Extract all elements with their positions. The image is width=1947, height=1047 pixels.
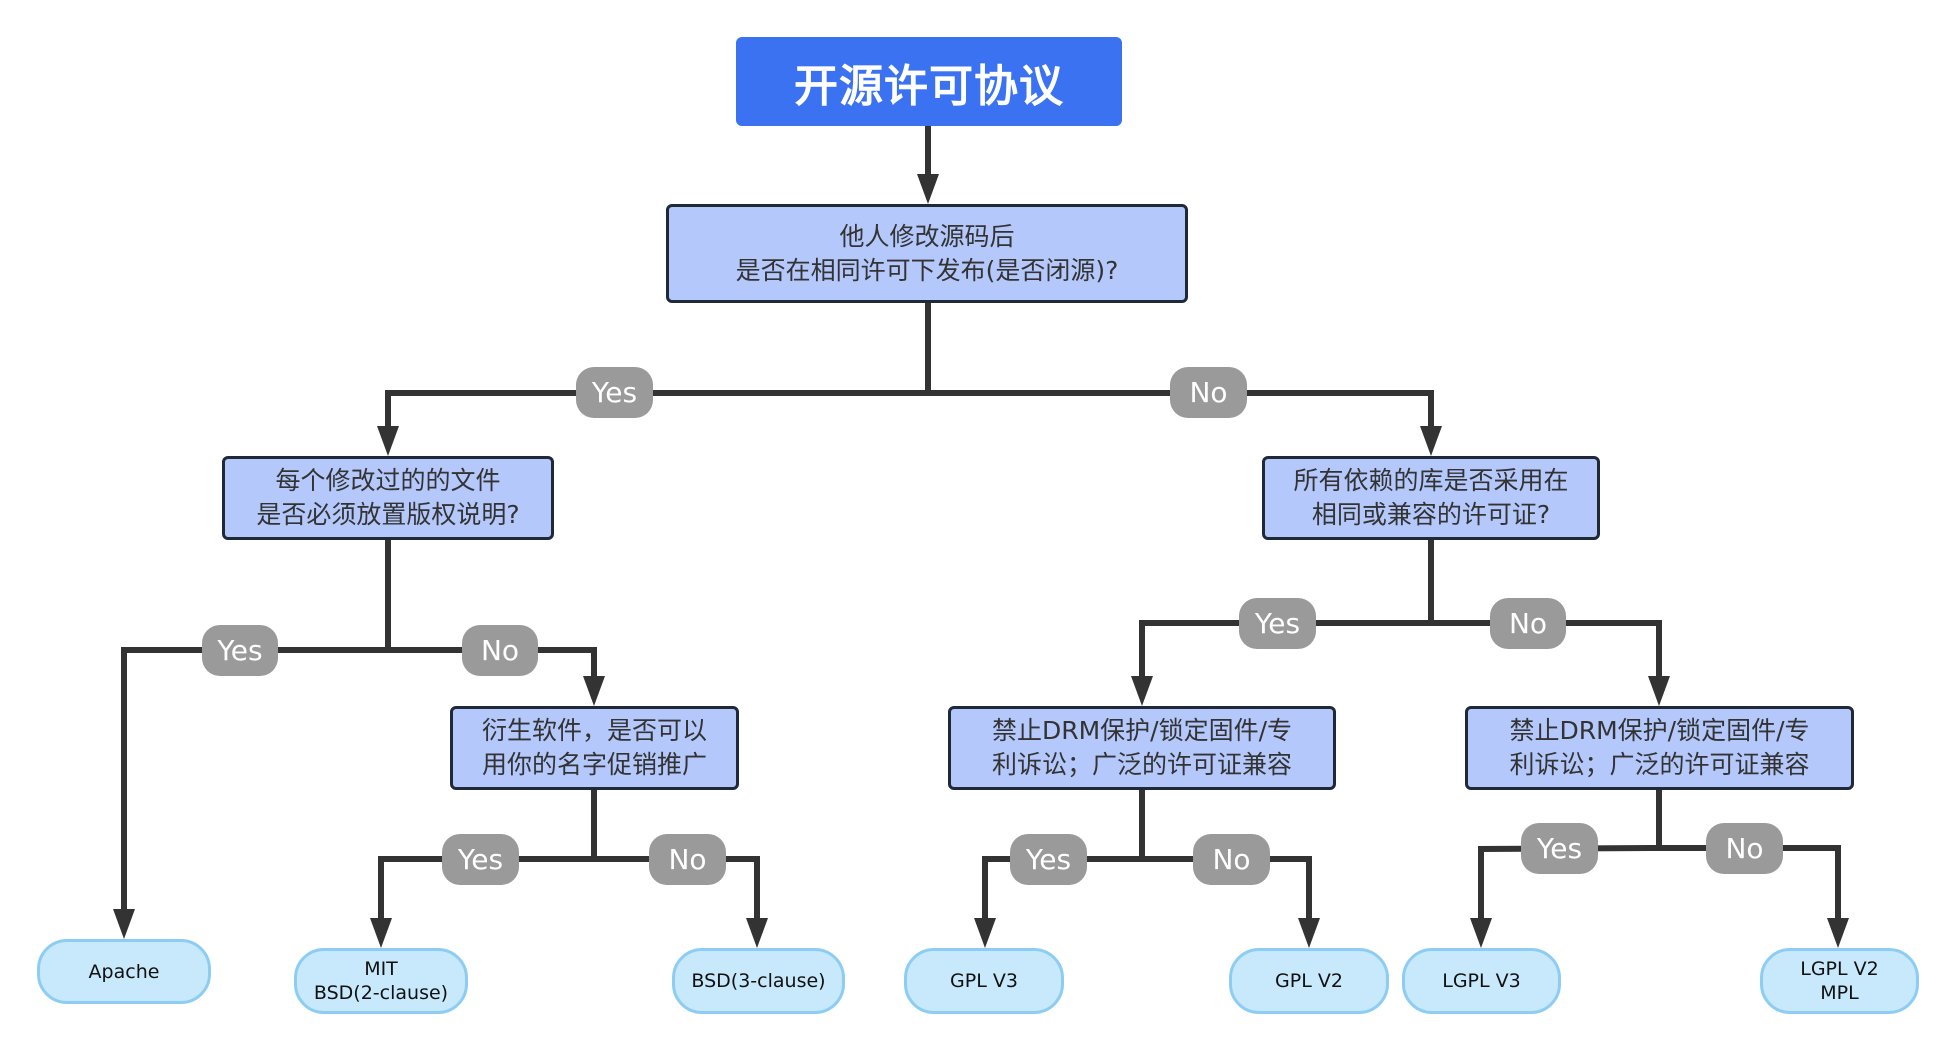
diagram-title: 开源许可协议 <box>736 37 1122 126</box>
connector-q2l-yes <box>121 647 388 913</box>
arrow-head-mit <box>370 918 392 948</box>
arrow-head-q1 <box>917 174 939 204</box>
question-dependency-license: 所有依赖的库是否采用在 相同或兼容的许可证? <box>1262 456 1600 540</box>
leaf-lgpl-v3: LGPL V3 <box>1402 948 1561 1014</box>
leaf-gpl-v3: GPL V3 <box>904 948 1064 1014</box>
arrow-head-lgpl-v2 <box>1827 918 1849 948</box>
leaf-lgpl-v2-mpl: LGPL V2 MPL <box>1760 948 1919 1014</box>
arrow-head-q2-right <box>1420 426 1442 456</box>
connector-q2r-yes <box>1139 620 1431 680</box>
arrow-head-q3-right <box>1648 676 1670 706</box>
leaf-apache: Apache <box>37 939 211 1004</box>
connector-q1-yes <box>385 390 928 430</box>
question-closed-source: 他人修改源码后 是否在相同许可下发布(是否闭源)? <box>666 204 1188 303</box>
arrow-head-q3-left <box>583 676 605 706</box>
label-no-l3-left: No <box>649 834 726 885</box>
leaf-gpl-v2: GPL V2 <box>1229 948 1389 1014</box>
question-drm-patent-right: 禁止DRM保护/锁定固件/专 利诉讼；广泛的许可证兼容 <box>1465 706 1854 790</box>
label-no-l3-right: No <box>1706 823 1783 874</box>
question-copyright-notice: 每个修改过的的文件 是否必须放置版权说明? <box>222 456 554 540</box>
label-yes-l3-right: Yes <box>1521 823 1598 874</box>
arrow-head-q2-left <box>377 426 399 456</box>
connector-q3r-yes <box>1478 845 1660 922</box>
question-name-promotion: 衍生软件，是否可以 用你的名字促销推广 <box>450 706 739 790</box>
connector-q2l-no <box>388 647 597 680</box>
arrow-head-bsd3 <box>746 918 768 948</box>
connector-q1-no <box>928 390 1434 430</box>
label-yes-l2-right: Yes <box>1239 598 1316 649</box>
label-no-l1: No <box>1170 367 1247 418</box>
connector-q3l-yes <box>378 856 594 922</box>
label-yes-l2-left: Yes <box>202 625 278 676</box>
arrow-head-gpl-v2 <box>1298 918 1320 948</box>
label-yes-l3-mid: Yes <box>1010 834 1087 885</box>
connector-q3l-no <box>594 856 760 922</box>
connector-q3m-yes <box>982 856 1142 922</box>
label-no-l2-left: No <box>462 625 538 676</box>
arrow-head-q3-mid <box>1131 676 1153 706</box>
question-drm-patent-mid: 禁止DRM保护/锁定固件/专 利诉讼；广泛的许可证兼容 <box>948 706 1336 790</box>
label-no-l3-mid: No <box>1193 834 1270 885</box>
arrow-head-lgpl-v3 <box>1470 918 1492 948</box>
leaf-mit-bsd2: MIT BSD(2-clause) <box>294 948 468 1014</box>
leaf-bsd3: BSD(3-clause) <box>672 948 845 1014</box>
label-yes-l1: Yes <box>576 367 653 418</box>
arrow-head-apache <box>113 909 135 939</box>
label-no-l2-right: No <box>1490 598 1566 649</box>
arrow-head-gpl-v3 <box>974 918 996 948</box>
label-yes-l3-left: Yes <box>442 834 519 885</box>
